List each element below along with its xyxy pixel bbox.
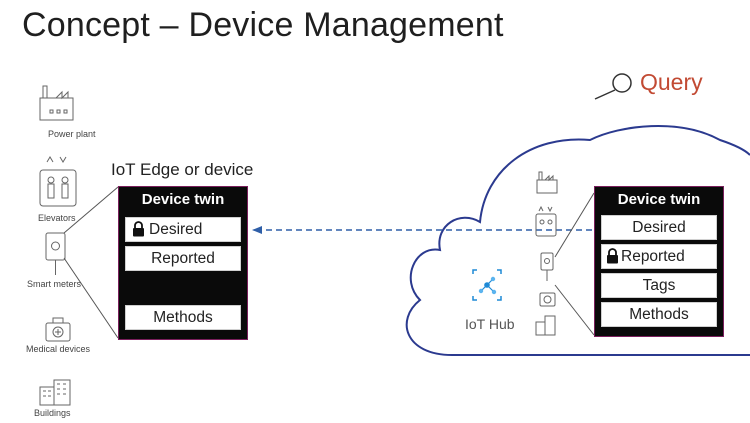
cloud-methods-row: Methods	[601, 302, 717, 327]
medical-device-icon	[45, 317, 71, 342]
cloud-tags-row: Tags	[601, 273, 717, 298]
cloud-building-icon	[535, 315, 556, 336]
cloud-smart-meter-icon	[540, 252, 554, 281]
page-title: Concept – Device Management	[22, 6, 504, 44]
cloud-device-twin: Device twin Desired Reported Tags Method…	[594, 186, 724, 337]
elevator-icon	[39, 156, 77, 207]
cloud-shape	[405, 125, 750, 356]
smart-meter-icon	[45, 232, 66, 275]
edge-desired-label: Desired	[149, 221, 203, 238]
cloud-elevator-icon	[535, 205, 557, 237]
cloud-reported-row: Reported	[601, 244, 717, 269]
elevators-label: Elevators	[38, 213, 76, 223]
buildings-label: Buildings	[34, 408, 71, 418]
edge-label: IoT Edge or device	[111, 160, 254, 179]
edge-reported-row: Reported	[125, 246, 241, 271]
lock-icon	[606, 248, 619, 271]
iot-hub-label: IoT Hub	[465, 316, 515, 332]
magnifier-icon	[594, 73, 632, 100]
edge-desired-row: Desired	[125, 217, 241, 242]
cloud-medical-device-icon	[539, 292, 556, 307]
edge-device-twin: Device twin Desired Reported Methods	[118, 186, 248, 340]
cloud-connector-top	[554, 192, 595, 258]
cloud-connector-bottom	[554, 284, 595, 336]
building-icon	[39, 379, 71, 406]
connector-line-bottom	[63, 257, 119, 339]
iot-hub-icon	[472, 269, 502, 301]
edge-twin-title: Device twin	[141, 191, 225, 208]
cloud-twin-title: Device twin	[617, 191, 701, 208]
connector-line-top	[63, 186, 119, 234]
lock-icon	[132, 221, 145, 244]
cloud-reported-label: Reported	[621, 248, 685, 265]
cloud-power-plant-icon	[536, 171, 558, 194]
power-plant-icon	[39, 85, 74, 121]
medical-devices-label: Medical devices	[26, 344, 91, 354]
edge-methods-row: Methods	[125, 305, 241, 330]
cloud-desired-row: Desired	[601, 215, 717, 240]
sync-arrow-head	[252, 226, 262, 234]
smart-meters-label: Smart meters	[27, 279, 82, 289]
power-plant-label: Power plant	[48, 129, 96, 139]
query-label: Query	[640, 69, 703, 95]
